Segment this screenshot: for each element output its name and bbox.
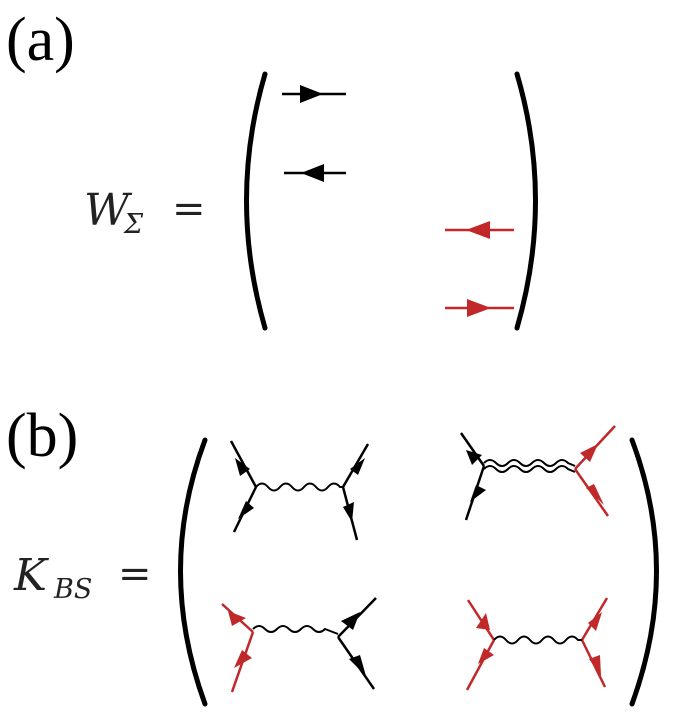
arrow-icon	[589, 655, 601, 676]
arrow-icon	[238, 501, 254, 519]
arrow-icon	[235, 458, 250, 476]
k-bs-subscript: BS	[53, 574, 92, 605]
propagator-black-right	[282, 85, 346, 103]
kernel-diagram-22	[465, 597, 609, 691]
arrow-left-icon	[466, 221, 490, 239]
arrow-icon	[349, 655, 366, 676]
w-sigma-subscript: Σ	[123, 209, 144, 240]
panel-a: (a) W Σ =	[6, 6, 538, 331]
arrow-icon	[343, 502, 354, 522]
panel-b: (b) K BS =	[6, 402, 659, 707]
wavy-line	[493, 635, 582, 645]
kernel-diagram-11	[229, 440, 370, 541]
arrow-icon	[341, 612, 360, 630]
w-sigma-left-bracket	[244, 71, 268, 331]
arrow-icon	[580, 444, 598, 462]
arrow-right-icon	[467, 299, 491, 317]
arrow-icon	[350, 458, 365, 475]
propagator-red-right	[445, 299, 514, 317]
panel-a-label: (a)	[6, 6, 75, 74]
k-bs-equals: =	[118, 551, 152, 597]
propagator-red-left	[445, 221, 514, 239]
k-bs-symbol: K	[13, 550, 49, 601]
arrow-icon	[586, 484, 604, 505]
arrow-icon	[228, 611, 246, 626]
wavy-line	[252, 625, 339, 635]
arrow-icon	[478, 648, 494, 664]
arrow-icon	[234, 650, 252, 668]
arrow-left-icon	[301, 164, 324, 182]
w-sigma-right-bracket	[514, 71, 538, 331]
arrow-icon	[588, 612, 602, 631]
wavy-line	[255, 482, 343, 492]
wavy-line	[483, 459, 576, 467]
w-sigma-symbol: W	[84, 185, 133, 236]
panel-b-label: (b)	[6, 402, 78, 470]
arrow-icon	[470, 485, 486, 502]
arrow-right-icon	[300, 85, 323, 103]
arrow-icon	[466, 450, 482, 465]
arrow-icon	[476, 613, 490, 630]
w-sigma-equals: =	[172, 186, 206, 232]
k-bs-right-bracket	[629, 437, 659, 707]
kernel-diagram-12	[459, 425, 616, 521]
kernel-diagram-21	[221, 597, 377, 693]
k-bs-left-bracket	[178, 437, 208, 707]
wavy-line	[483, 465, 576, 473]
propagator-black-left	[284, 164, 346, 182]
